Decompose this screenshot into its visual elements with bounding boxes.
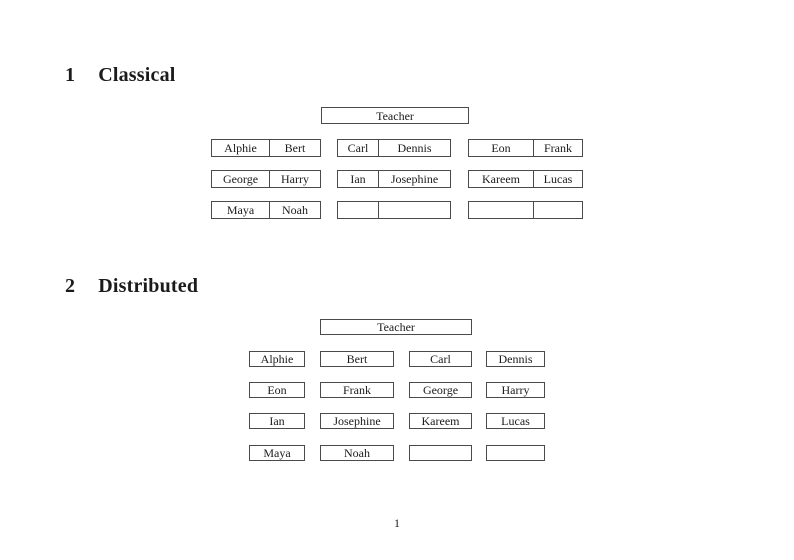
- seat-label: Josephine: [333, 414, 381, 428]
- seat-box: Maya: [249, 445, 305, 461]
- seat-label: Josephine: [390, 172, 439, 186]
- seat-cell: Eon: [469, 140, 534, 156]
- seat-cell: George: [212, 171, 270, 187]
- teacher-label: Teacher: [377, 320, 415, 334]
- seat-cell: Lucas: [534, 171, 582, 187]
- seat-label: Kareem: [482, 172, 520, 186]
- seat-cell: Frank: [534, 140, 582, 156]
- seat-label: George: [422, 383, 459, 397]
- desk-box-empty: [468, 201, 583, 219]
- seat-label: Alphie: [224, 141, 257, 155]
- seat-label: Carl: [430, 352, 451, 366]
- desk-box: George Harry: [211, 170, 321, 188]
- seat-cell: [338, 202, 379, 218]
- section-title: Classical: [98, 64, 176, 86]
- seat-label: Dennis: [498, 352, 533, 366]
- seat-label: Eon: [491, 141, 511, 155]
- seat-box: Ian: [249, 413, 305, 429]
- seat-label: Frank: [343, 383, 371, 397]
- seat-box: Frank: [320, 382, 394, 398]
- teacher-box: Teacher: [321, 107, 469, 124]
- seat-cell: Noah: [270, 202, 320, 218]
- section-heading-classical: 1 Classical: [65, 64, 176, 86]
- section-number: 2: [65, 275, 76, 297]
- desk-box: Carl Dennis: [337, 139, 451, 157]
- seat-cell: Harry: [270, 171, 320, 187]
- seat-cell: Maya: [212, 202, 270, 218]
- seat-label: Eon: [267, 383, 287, 397]
- section-heading-distributed: 2 Distributed: [65, 275, 198, 297]
- seat-cell: Alphie: [212, 140, 270, 156]
- seat-label: Bert: [284, 141, 306, 155]
- seat-box: Josephine: [320, 413, 394, 429]
- seat-label: Kareem: [421, 414, 460, 428]
- seat-label: Alphie: [260, 352, 294, 366]
- seat-box-empty: [409, 445, 472, 461]
- seat-box: Noah: [320, 445, 394, 461]
- seat-label: Maya: [226, 203, 255, 217]
- section-number: 1: [65, 64, 76, 86]
- seat-box: Alphie: [249, 351, 305, 367]
- seat-cell: Dennis: [379, 140, 450, 156]
- seat-box: Bert: [320, 351, 394, 367]
- seat-label: Ian: [350, 172, 366, 186]
- seat-box: George: [409, 382, 472, 398]
- seat-label: Harry: [281, 172, 309, 186]
- seat-label: Harry: [501, 383, 530, 397]
- seat-label: George: [222, 172, 259, 186]
- seat-cell: [379, 202, 450, 218]
- seat-label: Ian: [269, 414, 285, 428]
- seat-label: Maya: [263, 446, 291, 460]
- desk-box: Maya Noah: [211, 201, 321, 219]
- desk-box: Kareem Lucas: [468, 170, 583, 188]
- seat-box: Eon: [249, 382, 305, 398]
- seat-cell: Josephine: [379, 171, 450, 187]
- seat-cell: [469, 202, 534, 218]
- teacher-box: Teacher: [320, 319, 472, 335]
- seat-cell: Kareem: [469, 171, 534, 187]
- desk-box: Alphie Bert: [211, 139, 321, 157]
- desk-box: Eon Frank: [468, 139, 583, 157]
- page-number: 1: [394, 516, 400, 530]
- seat-cell: Ian: [338, 171, 379, 187]
- seat-cell: Carl: [338, 140, 379, 156]
- seat-cell: [534, 202, 582, 218]
- seat-cell: Bert: [270, 140, 320, 156]
- seat-box-empty: [486, 445, 545, 461]
- seat-label: Bert: [346, 352, 368, 366]
- seat-label: Lucas: [543, 172, 573, 186]
- seat-label: Dennis: [397, 141, 432, 155]
- seat-label: Noah: [282, 203, 308, 217]
- seat-box: Lucas: [486, 413, 545, 429]
- seat-label: Noah: [344, 446, 370, 460]
- desk-box-empty: [337, 201, 451, 219]
- seat-box: Dennis: [486, 351, 545, 367]
- teacher-label: Teacher: [376, 108, 414, 123]
- seat-box: Harry: [486, 382, 545, 398]
- seat-label: Carl: [347, 141, 369, 155]
- seat-box: Kareem: [409, 413, 472, 429]
- seat-box: Carl: [409, 351, 472, 367]
- section-title: Distributed: [98, 275, 199, 297]
- desk-box: Ian Josephine: [337, 170, 451, 188]
- seat-label: Lucas: [501, 414, 530, 428]
- seat-label: Frank: [544, 141, 572, 155]
